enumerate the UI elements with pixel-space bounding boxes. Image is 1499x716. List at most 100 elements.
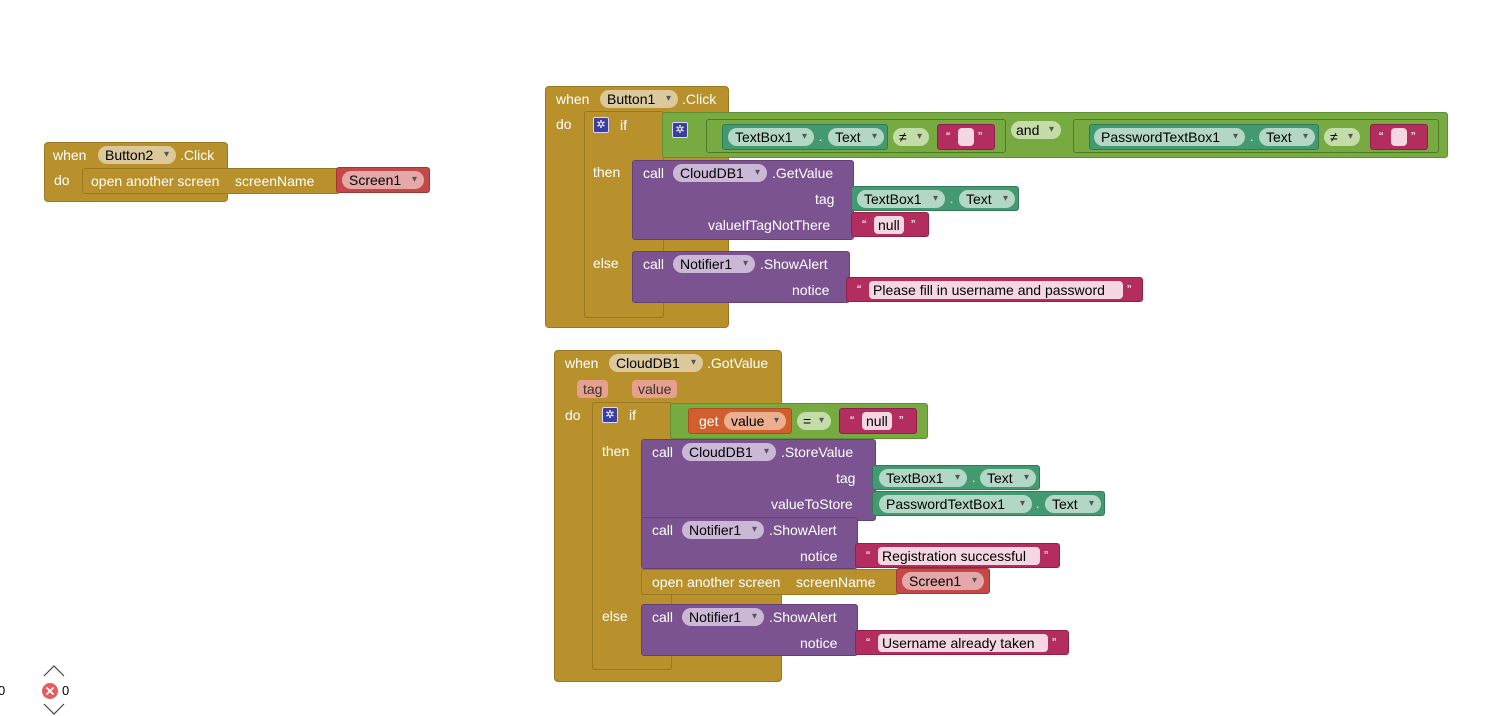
do-label: do	[54, 172, 70, 188]
then-label: then	[593, 164, 621, 180]
close-quote: ”	[911, 217, 916, 232]
notice-text-field[interactable]: Registration successful	[878, 547, 1040, 565]
component-dropdown-textbox1[interactable]: TextBox1	[879, 469, 967, 487]
close-quote: ”	[1052, 635, 1057, 650]
call-label: call	[652, 522, 674, 538]
operator-dropdown-neq[interactable]: ≠	[1324, 128, 1360, 146]
screen-dropdown[interactable]: Screen1	[342, 171, 424, 189]
component-dropdown-passwordtextbox1[interactable]: PasswordTextBox1	[1094, 128, 1245, 146]
component-dropdown-textbox1[interactable]: TextBox1	[857, 190, 945, 208]
close-quote: ”	[899, 413, 904, 428]
component-dropdown-clouddb1[interactable]: CloudDB1	[682, 443, 776, 461]
open-quote: “	[1379, 129, 1384, 144]
value-if-tag-not-there-label: valueIfTagNotThere	[708, 217, 831, 233]
if-label: if	[620, 117, 627, 133]
do-label: do	[565, 407, 581, 423]
open-quote: “	[862, 217, 867, 232]
notice-arg-label: notice	[800, 548, 838, 564]
component-dropdown-notifier1[interactable]: Notifier1	[682, 608, 764, 626]
variable-dropdown-value[interactable]: value	[724, 412, 786, 430]
chevron-down-icon[interactable]	[43, 703, 65, 715]
mutator-gear-icon[interactable]: ✲	[593, 117, 609, 133]
component-dropdown-textbox1[interactable]: TextBox1	[728, 128, 814, 146]
property-dropdown-text[interactable]: Text	[980, 469, 1036, 487]
when-label: when	[53, 147, 87, 163]
open-another-screen-block[interactable]	[82, 168, 340, 194]
open-quote: “	[857, 282, 862, 297]
close-quote: ”	[1044, 548, 1049, 563]
open-another-screen-label: open another screen	[652, 574, 781, 590]
else-label: else	[602, 608, 628, 624]
null-text-field[interactable]: null	[862, 412, 892, 430]
notice-arg-label: notice	[800, 635, 838, 651]
do-label: do	[556, 116, 572, 132]
method-name-label: .ShowAlert	[769, 609, 837, 625]
open-quote: “	[866, 548, 871, 563]
warnings-count: 0	[0, 683, 6, 698]
property-dropdown-text[interactable]: Text	[1259, 128, 1315, 146]
open-quote: “	[946, 129, 951, 144]
open-another-screen-block[interactable]	[641, 569, 899, 595]
when-label: when	[556, 91, 590, 107]
open-quote: “	[850, 413, 855, 428]
call-label: call	[643, 165, 665, 181]
method-name-label: .StoreValue	[781, 444, 854, 460]
dot-separator: .	[1250, 130, 1254, 144]
dot-separator: .	[819, 130, 823, 144]
event-name-label: .Click	[682, 91, 717, 107]
dot-separator: .	[950, 192, 954, 206]
screen-name-param-label: screenName	[235, 173, 315, 189]
property-dropdown-text[interactable]: Text	[959, 190, 1015, 208]
and-dropdown[interactable]: and	[1011, 121, 1061, 139]
component-dropdown-button1[interactable]: Button1	[600, 90, 678, 108]
screen-dropdown[interactable]: Screen1	[902, 572, 984, 590]
call-label: call	[652, 609, 674, 625]
component-dropdown-button2[interactable]: Button2	[98, 146, 176, 164]
empty-text-field[interactable]	[958, 128, 974, 146]
close-quote: ”	[1127, 282, 1132, 297]
notice-text-field[interactable]: Username already taken	[878, 634, 1048, 652]
open-quote: “	[866, 635, 871, 650]
tag-arg-label: tag	[815, 191, 835, 207]
event-name-label: .GotValue	[707, 355, 769, 371]
dot-separator: .	[1036, 497, 1040, 511]
else-label: else	[593, 255, 619, 271]
mutator-gear-icon[interactable]: ✲	[602, 407, 618, 423]
get-label: get	[699, 413, 719, 429]
component-dropdown-notifier1[interactable]: Notifier1	[673, 255, 755, 273]
call-label: call	[652, 444, 674, 460]
null-text-field[interactable]: null	[874, 216, 904, 234]
operator-dropdown-neq[interactable]: ≠	[893, 128, 929, 146]
event-name-label: .Click	[180, 147, 215, 163]
mutator-gear-icon[interactable]: ✲	[672, 122, 688, 138]
method-name-label: .ShowAlert	[769, 522, 837, 538]
property-dropdown-text[interactable]: Text	[828, 128, 884, 146]
tag-arg-label: tag	[836, 470, 856, 486]
event-param-tag[interactable]: tag	[577, 380, 609, 398]
dot-separator: .	[972, 471, 976, 485]
open-another-screen-label: open another screen	[91, 173, 220, 189]
method-name-label: .ShowAlert	[760, 256, 828, 272]
event-param-value[interactable]: value	[632, 380, 678, 398]
value-to-store-label: valueToStore	[771, 496, 853, 512]
notice-text-field[interactable]: Please fill in username and password	[869, 281, 1123, 299]
component-dropdown-passwordtextbox1[interactable]: PasswordTextBox1	[879, 495, 1032, 513]
chevron-up-icon[interactable]	[43, 665, 65, 677]
component-dropdown-clouddb1[interactable]: CloudDB1	[673, 164, 767, 182]
close-quote: ”	[978, 129, 983, 144]
component-dropdown-notifier1[interactable]: Notifier1	[682, 521, 764, 539]
and-label-text: and	[1016, 122, 1040, 138]
empty-text-field[interactable]	[1391, 128, 1407, 146]
property-dropdown-text[interactable]: Text	[1045, 495, 1101, 513]
call-label: call	[643, 256, 665, 272]
then-label: then	[602, 443, 630, 459]
component-dropdown-clouddb1[interactable]: CloudDB1	[609, 354, 703, 372]
if-label: if	[629, 407, 636, 423]
error-x-icon[interactable]	[41, 682, 59, 700]
screen-name-param-label: screenName	[796, 574, 876, 590]
operator-dropdown-eq[interactable]: =	[797, 412, 831, 430]
close-quote: ”	[1411, 129, 1416, 144]
method-name-label: .GetValue	[772, 165, 834, 181]
when-label: when	[565, 355, 599, 371]
notice-arg-label: notice	[792, 282, 830, 298]
